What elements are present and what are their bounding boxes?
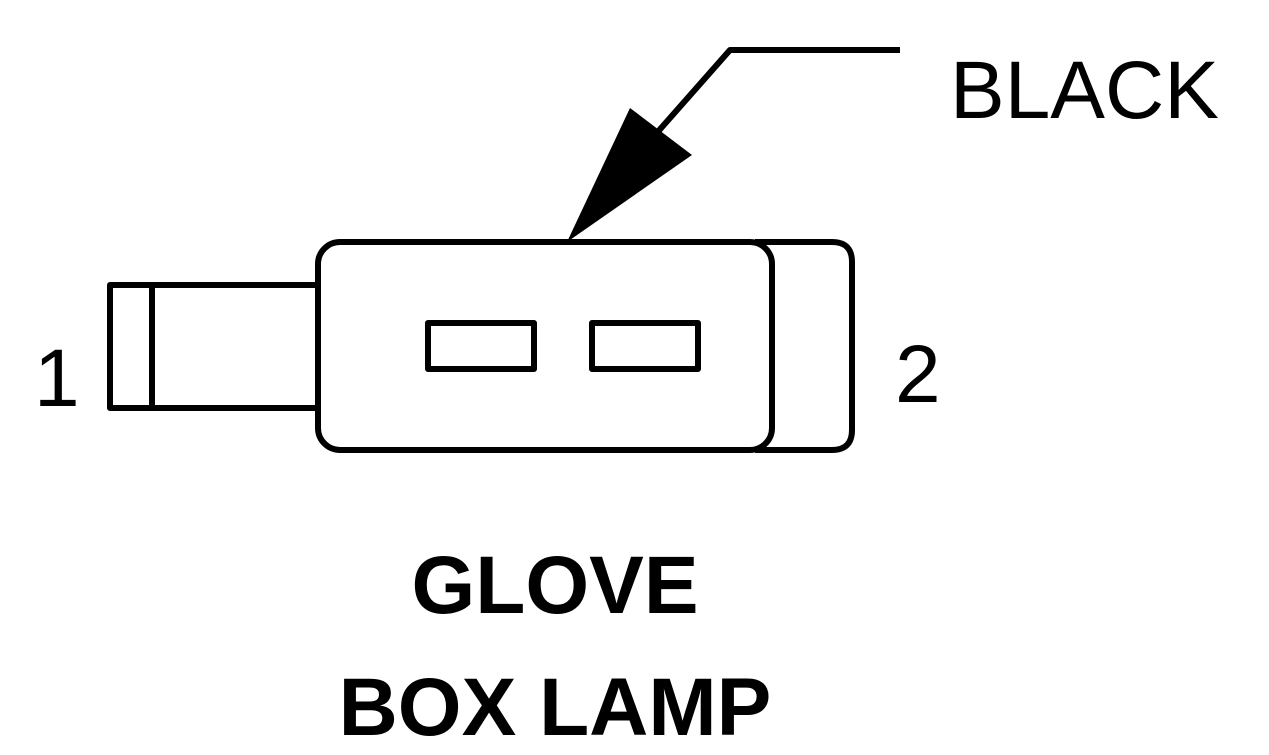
terminal-cavity-1 [425,320,537,372]
leader-line [652,47,900,137]
pin-2-label: 2 [895,329,941,420]
main-housing [315,239,775,453]
wire-color-label: BLACK [950,45,1219,136]
connector-body [107,239,855,453]
terminal-cavity-2 [589,320,701,372]
arrowhead [567,108,692,242]
left-tab [107,282,318,411]
title-line-1: GLOVE [411,540,698,631]
callout-leader [567,47,900,242]
pin-1-label: 1 [34,333,80,424]
title-line-2: BOX LAMP [339,662,772,753]
end-cap [755,239,855,453]
